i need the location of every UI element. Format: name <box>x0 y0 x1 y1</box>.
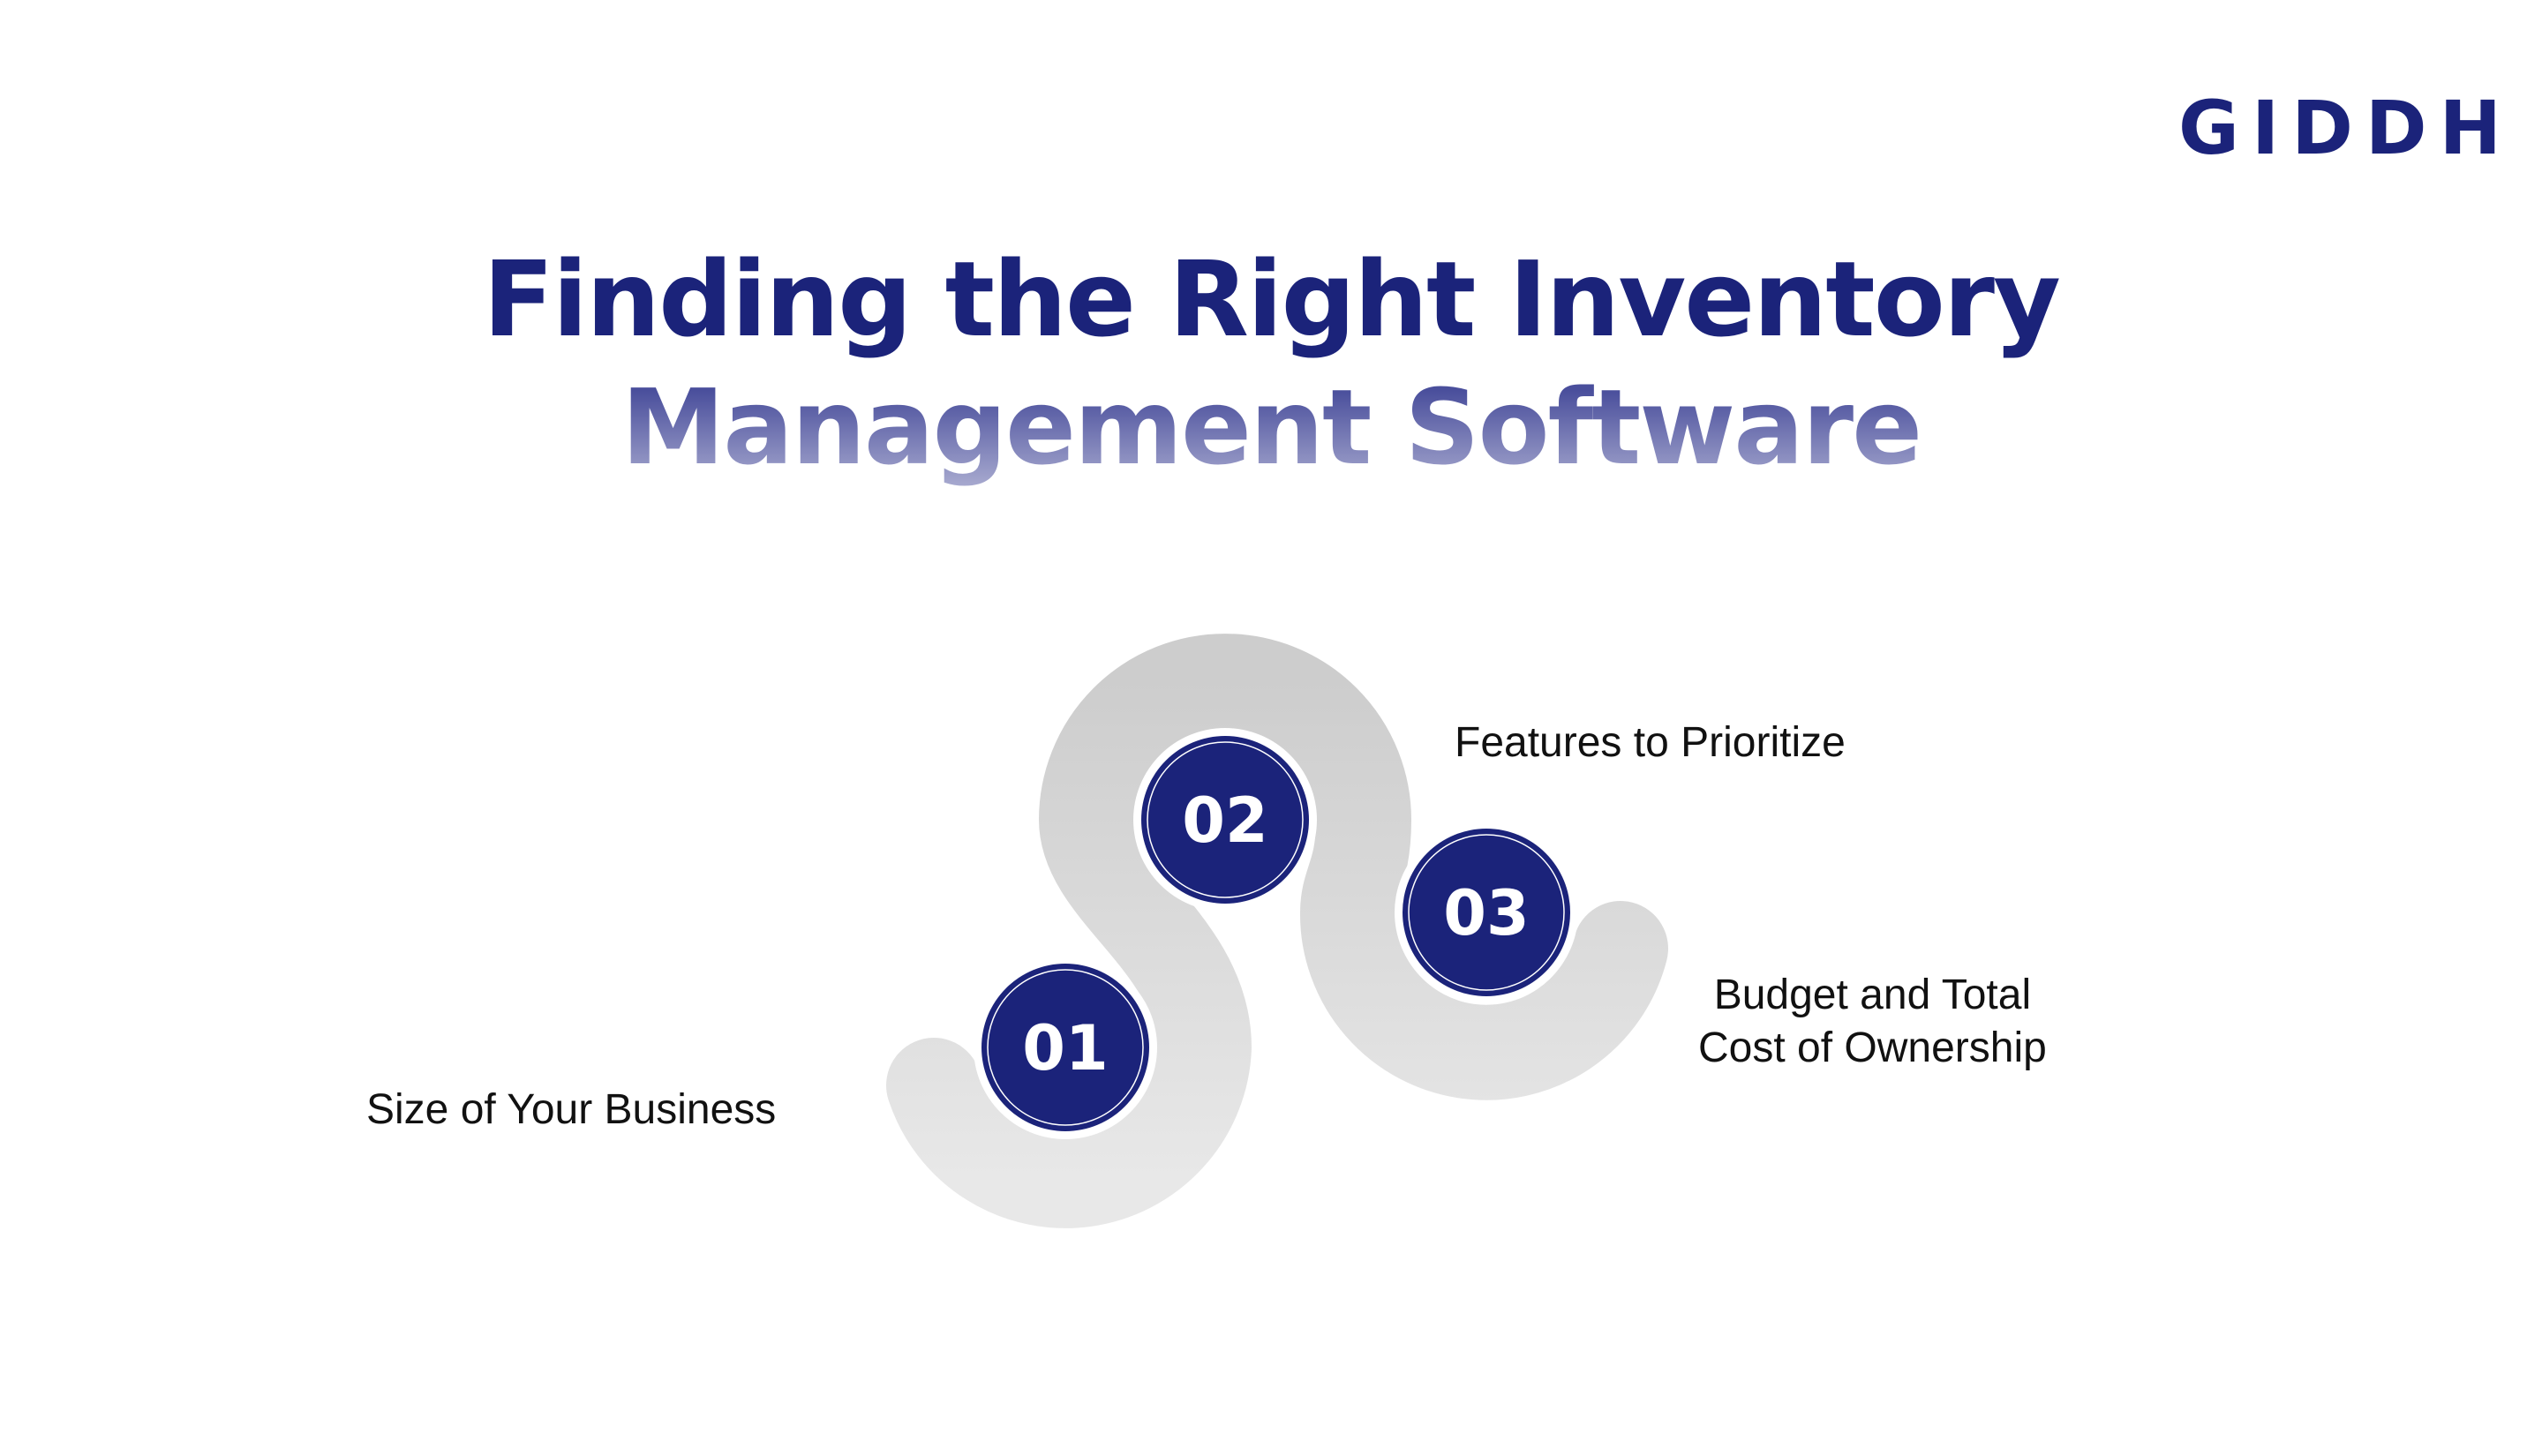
title-line-1: Finding the Right Inventory <box>483 238 2061 360</box>
step-01-badge: 01 <box>974 956 1157 1139</box>
step-03-badge: 03 <box>1395 821 1578 1004</box>
step-03-number: 03 <box>1443 877 1529 949</box>
step-03-label-line-1: Budget and Total <box>1713 972 2032 1018</box>
title-line-2: Management Software <box>0 366 2542 488</box>
step-02-badge: 02 <box>1133 728 1317 912</box>
step-03-label-line-2: Cost of Ownership <box>1698 1024 2047 1071</box>
step-01-number: 01 <box>1022 1012 1108 1084</box>
giddh-logo: GIDDH <box>2178 85 2514 171</box>
title-line-2-text: Management Software <box>620 366 1922 488</box>
step-02-number: 02 <box>1182 784 1267 857</box>
step-03-label: Budget and Total Cost of Ownership <box>1698 969 2047 1075</box>
step-02-label: Features to Prioritize <box>1455 719 1846 766</box>
step-01-label: Size of Your Business <box>366 1086 777 1133</box>
s-curve-band <box>886 634 1668 1228</box>
